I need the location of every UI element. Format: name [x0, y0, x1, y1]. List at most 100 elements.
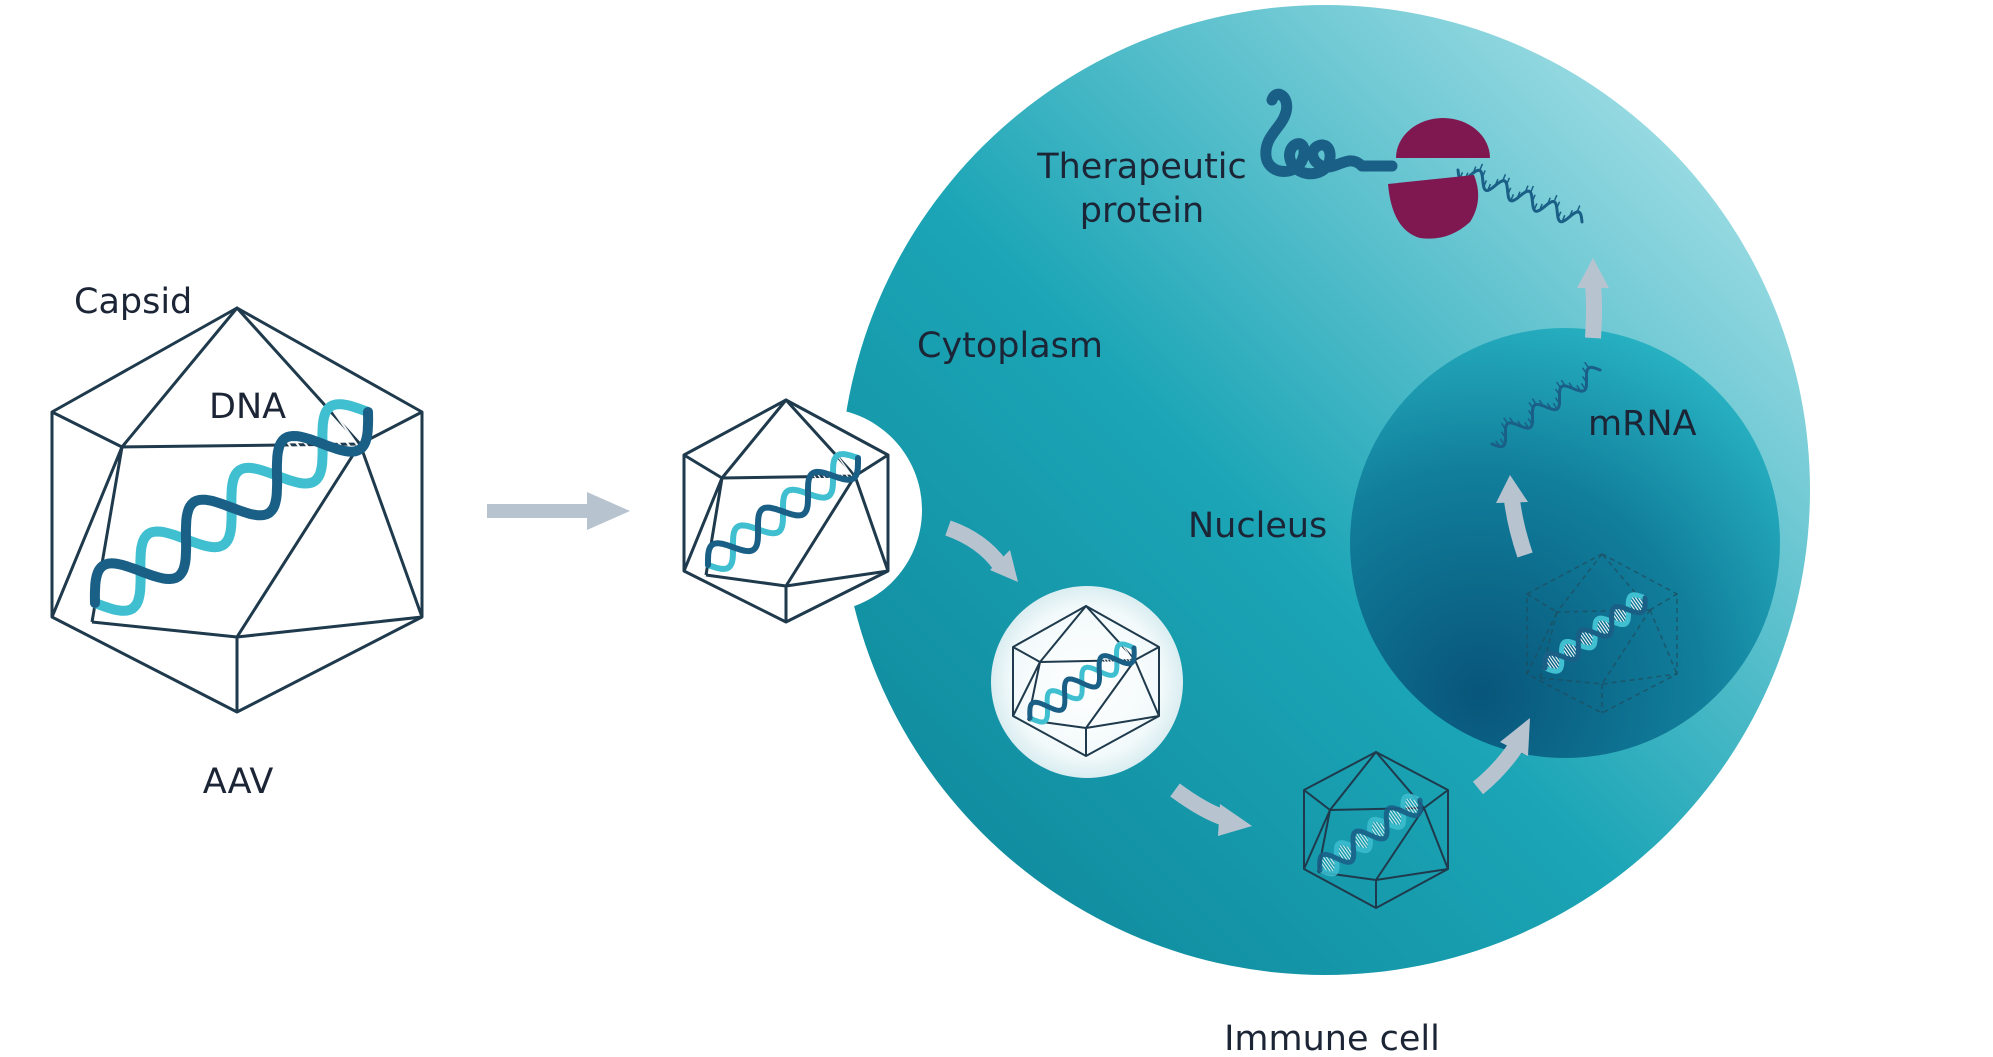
- base-pair-rung: [761, 508, 780, 533]
- rna-backbone: [1456, 168, 1584, 224]
- base-pair-rung: [709, 547, 726, 570]
- base-pair-rung: [1630, 595, 1643, 613]
- base-pair-rung: [1386, 810, 1400, 828]
- label-capsid: Capsid: [74, 282, 192, 322]
- base-pair-rung: [1371, 819, 1386, 839]
- base-pair-rung: [1547, 653, 1560, 671]
- label-mrna: mRNA: [1588, 404, 1697, 444]
- vesicle-dna-helix-icon: [1027, 641, 1137, 725]
- base-pair-rung: [1118, 644, 1132, 664]
- base-pair-rung: [1319, 856, 1333, 875]
- base-pair-rung: [1354, 831, 1369, 851]
- base-pair-rung: [1563, 641, 1577, 660]
- base-pair-rung: [108, 562, 139, 604]
- ribosome-large-subunit-icon: [1396, 118, 1490, 158]
- dna-strand-dark: [1317, 797, 1423, 873]
- arrow-nucleus-to-mrna: [1504, 498, 1533, 558]
- base-pair-rung: [740, 525, 757, 547]
- base-pair-rung: [1613, 606, 1627, 625]
- vesicle-capsid-icon: [1012, 605, 1160, 757]
- base-pair-rung: [734, 529, 751, 552]
- cytoplasm-capsid-icon: [1303, 751, 1449, 909]
- translation-group: [1260, 88, 1584, 239]
- arrow-cytoplasm-to-nucleus: [1472, 743, 1522, 795]
- base-pair-rung: [142, 538, 173, 580]
- base-pair-rung: [1121, 643, 1134, 662]
- base-pair-rung: [238, 469, 271, 514]
- base-pair-rung: [1580, 630, 1593, 648]
- base-pair-rung: [1336, 845, 1350, 863]
- nucleus-dna-helix-icon: [1542, 592, 1648, 674]
- base-pair-rung: [1338, 843, 1352, 862]
- aav-capsid-icon: [50, 306, 424, 714]
- dna-strand-dark: [1027, 645, 1137, 721]
- base-pair-rung: [759, 511, 776, 534]
- label-dna: DNA: [209, 387, 286, 427]
- base-pair-rung: [1390, 807, 1404, 825]
- nucleus-body: [1350, 328, 1780, 758]
- base-pair-rung: [1353, 833, 1366, 851]
- label-therapeutic-protein-line2: protein: [1080, 191, 1204, 231]
- base-pair-rung: [1069, 678, 1082, 697]
- base-pair-rung: [1030, 704, 1043, 723]
- base-pair-rung: [1340, 842, 1354, 860]
- dna-strand-dark: [1542, 595, 1648, 671]
- base-pair-rung: [1082, 669, 1095, 688]
- base-pair-rung: [809, 476, 826, 498]
- base-pair-rung: [1104, 655, 1117, 673]
- base-pair-rung: [736, 526, 755, 551]
- base-pair-rung: [1117, 646, 1130, 665]
- base-pair-rung: [192, 501, 225, 546]
- base-pair-rung: [1032, 702, 1046, 722]
- label-therapeutic-protein-line1: Therapeutic: [1036, 147, 1247, 187]
- dna-strand-dark: [705, 455, 861, 568]
- base-pair-rung: [786, 490, 805, 515]
- base-pair-rung: [1321, 854, 1336, 874]
- label-aav: AAV: [203, 762, 274, 802]
- base-pair-rung: [245, 467, 275, 508]
- base-pair-rung: [329, 405, 362, 450]
- base-pair-rung: [154, 530, 184, 572]
- delivery-arrow: [487, 492, 630, 530]
- process-arrows: [945, 258, 1609, 836]
- base-pair-rung: [199, 499, 230, 540]
- base-pair-rung: [834, 458, 851, 481]
- base-pair-rung: [1374, 819, 1387, 837]
- base-pair-rung: [765, 507, 782, 530]
- base-pair-rung: [1047, 693, 1060, 711]
- rna-backbone: [1490, 365, 1602, 449]
- base-pair-rung: [715, 542, 732, 565]
- base-pair-rung: [790, 489, 807, 512]
- arrow-entry-to-vesicle: [945, 520, 1007, 570]
- mrna-strand-icon: [1490, 361, 1602, 449]
- base-pair-rung: [336, 403, 366, 445]
- base-pair-rung: [840, 453, 857, 476]
- entering-dna-helix-icon: [705, 451, 861, 572]
- base-pair-rung: [811, 472, 830, 497]
- dna-strand-dark: [89, 407, 374, 608]
- base-pair-rung: [1065, 681, 1078, 700]
- base-pair-rung: [1403, 798, 1416, 816]
- therapeutic-protein-chain-icon: [1260, 88, 1398, 180]
- base-pair-rung: [1099, 658, 1112, 676]
- base-pair-rung: [1388, 808, 1402, 827]
- base-pair-rung: [290, 435, 321, 477]
- base-pair-rung: [101, 565, 134, 610]
- label-cytoplasm: Cytoplasm: [917, 326, 1103, 366]
- base-pair-rung: [1101, 656, 1115, 675]
- base-pair-rung: [711, 544, 730, 568]
- label-immune-cell: Immune cell: [1224, 1019, 1440, 1057]
- base-pair-rung: [1407, 795, 1421, 814]
- cytoplasm-dna-helix-icon: [1317, 793, 1423, 877]
- base-pair-rung: [1084, 667, 1098, 687]
- base-pair-rung: [1357, 830, 1371, 849]
- ribosome-small-subunit-icon: [1388, 175, 1479, 239]
- aav-dna-helix-icon: [89, 399, 374, 616]
- base-pair-rung: [283, 437, 316, 482]
- arrow-mrna-to-protein: [1585, 284, 1602, 339]
- base-pair-rung: [1034, 701, 1047, 720]
- base-pair-rung: [836, 455, 855, 479]
- base-pair-rung: [1404, 796, 1419, 816]
- base-pair-rung: [1369, 821, 1383, 840]
- label-nucleus: Nucleus: [1188, 506, 1327, 546]
